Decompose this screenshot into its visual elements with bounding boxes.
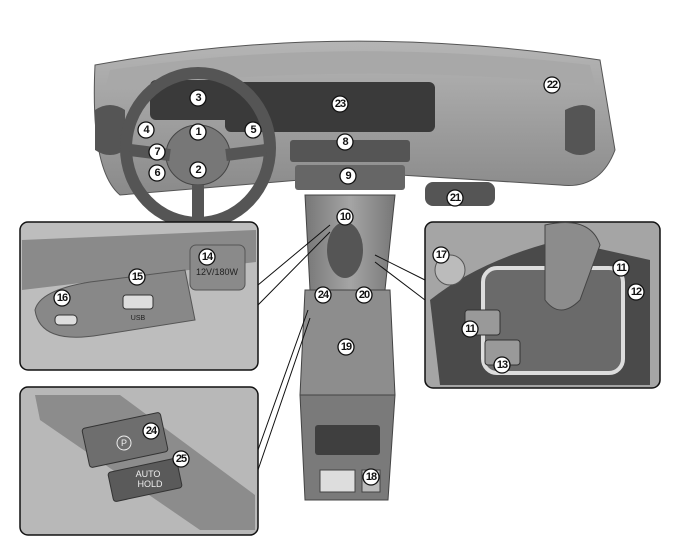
svg-text:22: 22: [547, 79, 558, 91]
svg-text:24: 24: [318, 289, 330, 301]
svg-text:11: 11: [616, 262, 627, 274]
callout-22: 22: [543, 76, 561, 94]
callout-24: 24: [142, 422, 160, 440]
svg-text:10: 10: [340, 211, 351, 223]
svg-text:2: 2: [195, 164, 201, 176]
power-outlet-label: 12V/180W: [196, 267, 239, 277]
shift-lever[interactable]: [544, 222, 601, 311]
svg-text:15: 15: [132, 271, 143, 283]
usb-label: USB: [131, 315, 146, 322]
svg-text:25: 25: [176, 453, 187, 465]
callout-3: 3: [189, 89, 207, 107]
center-air-vents: [290, 140, 410, 162]
callout-18: 18: [362, 468, 380, 486]
callout-2: 2: [189, 161, 207, 179]
usb-c-charging-port[interactable]: [54, 314, 78, 326]
auto-hold-button[interactable]: [107, 458, 183, 502]
callout-17: 17: [432, 246, 450, 264]
usb-port[interactable]: [122, 294, 154, 310]
svg-text:5: 5: [250, 124, 256, 136]
svg-text:19: 19: [341, 341, 352, 353]
callout-9: 9: [339, 167, 357, 185]
infotainment-screen: [225, 82, 435, 132]
auto-hold-label-2: HOLD: [137, 479, 163, 489]
svg-text:11: 11: [465, 323, 476, 335]
parking-brake-symbol: P: [121, 438, 127, 448]
left-air-vent: [95, 105, 125, 155]
callout-10: 10: [336, 208, 354, 226]
svg-text:21: 21: [450, 192, 461, 204]
callout-20: 20: [355, 286, 373, 304]
svg-text:24: 24: [146, 425, 158, 437]
callouts: 1 2 3 4 5 6 7 8 9 10 11 11 12 13 14 15 1…: [53, 76, 645, 486]
callout-5: 5: [244, 121, 262, 139]
svg-text:17: 17: [436, 249, 447, 261]
callout-7: 7: [148, 143, 166, 161]
callout-21: 21: [446, 189, 464, 207]
svg-text:3: 3: [195, 92, 201, 104]
svg-text:20: 20: [359, 289, 370, 301]
svg-text:7: 7: [154, 146, 160, 158]
right-air-vent: [565, 105, 595, 155]
svg-text:9: 9: [345, 170, 351, 182]
svg-text:4: 4: [143, 124, 150, 136]
svg-text:1: 1: [195, 126, 201, 138]
svg-text:14: 14: [202, 251, 214, 263]
callout-23: 23: [331, 95, 349, 113]
callout-11: 11: [612, 259, 630, 277]
callout-14: 14: [198, 248, 216, 266]
callout-19: 19: [337, 338, 355, 356]
inset-gear-shifter: [424, 221, 661, 389]
auto-hold-label-1: AUTO: [136, 469, 161, 479]
callout-12: 12: [627, 283, 645, 301]
callout-1: 1: [189, 123, 207, 141]
callout-24: 24: [314, 286, 332, 304]
callout-4: 4: [137, 121, 155, 139]
svg-text:12: 12: [631, 286, 642, 298]
svg-text:6: 6: [154, 167, 160, 179]
callout-25: 25: [172, 450, 190, 468]
inset-usb-power-ports: 12V/180W USB: [19, 221, 259, 371]
rear-air-vents: [315, 425, 380, 455]
svg-text:13: 13: [497, 359, 508, 371]
callout-13: 13: [493, 356, 511, 374]
callout-6: 6: [148, 164, 166, 182]
inset-parking-brake: P AUTO HOLD: [19, 386, 259, 536]
callout-8: 8: [336, 133, 354, 151]
svg-text:23: 23: [335, 98, 346, 110]
svg-text:16: 16: [57, 292, 68, 304]
callout-15: 15: [128, 268, 146, 286]
callout-16: 16: [53, 289, 71, 307]
gear-shift: [327, 222, 363, 278]
svg-text:8: 8: [342, 136, 348, 148]
leader-lines: [257, 224, 426, 471]
svg-text:18: 18: [366, 471, 377, 483]
callout-11: 11: [461, 320, 479, 338]
